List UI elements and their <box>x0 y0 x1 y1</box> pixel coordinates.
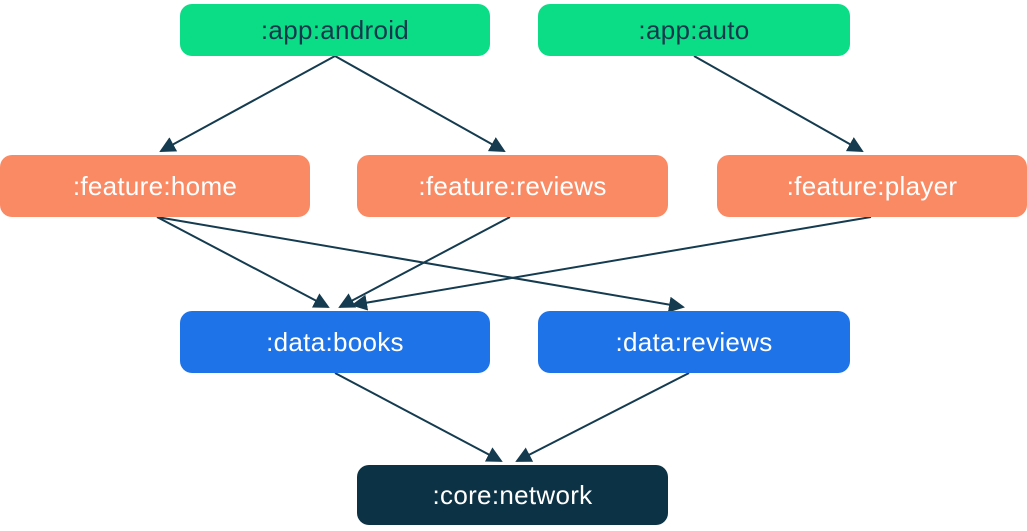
edge-data-reviews-to-core-network <box>515 372 690 462</box>
edge-feature-home-to-data-reviews <box>156 216 685 313</box>
node-feature-reviews: :feature:reviews <box>357 155 668 217</box>
edge-feature-player-to-data-books <box>351 216 872 311</box>
node-app-auto: :app:auto <box>538 4 850 56</box>
node-feature-player: :feature:player <box>717 155 1027 217</box>
node-label-app-android: :app:android <box>261 15 409 45</box>
edge-app-android-to-feature-home <box>159 55 336 152</box>
node-label-feature-reviews: :feature:reviews <box>418 171 606 201</box>
node-label-app-auto: :app:auto <box>638 15 749 45</box>
node-box-data-reviews <box>538 311 850 373</box>
node-box-feature-reviews <box>357 155 668 217</box>
node-label-core-network: :core:network <box>433 480 594 510</box>
edge-feature-home-to-data-books <box>156 216 330 308</box>
edge-app-android-to-feature-reviews <box>334 55 506 152</box>
node-label-data-reviews: :data:reviews <box>615 327 772 357</box>
node-box-feature-home <box>0 155 310 217</box>
node-box-app-auto <box>538 4 850 56</box>
node-app-android: :app:android <box>180 4 490 56</box>
node-label-feature-home: :feature:home <box>73 171 237 201</box>
node-feature-home: :feature:home <box>0 155 310 217</box>
node-label-data-books: :data:books <box>266 327 404 357</box>
node-data-reviews: :data:reviews <box>538 311 850 373</box>
nodes-layer: :app:android :app:auto :feature:home :featu… <box>0 4 1027 525</box>
node-box-feature-player <box>717 155 1027 217</box>
edge-app-auto-to-feature-player <box>693 55 864 152</box>
node-box-app-android <box>180 4 490 56</box>
node-box-data-books <box>180 311 490 373</box>
node-core-network: :core:network <box>357 465 668 525</box>
node-box-core-network <box>357 465 668 525</box>
node-label-feature-player: :feature:player <box>787 171 958 201</box>
edge-data-books-to-core-network <box>334 372 503 462</box>
edges-layer <box>156 55 872 462</box>
node-data-books: :data:books <box>180 311 490 373</box>
edge-feature-reviews-to-data-books <box>338 216 511 308</box>
